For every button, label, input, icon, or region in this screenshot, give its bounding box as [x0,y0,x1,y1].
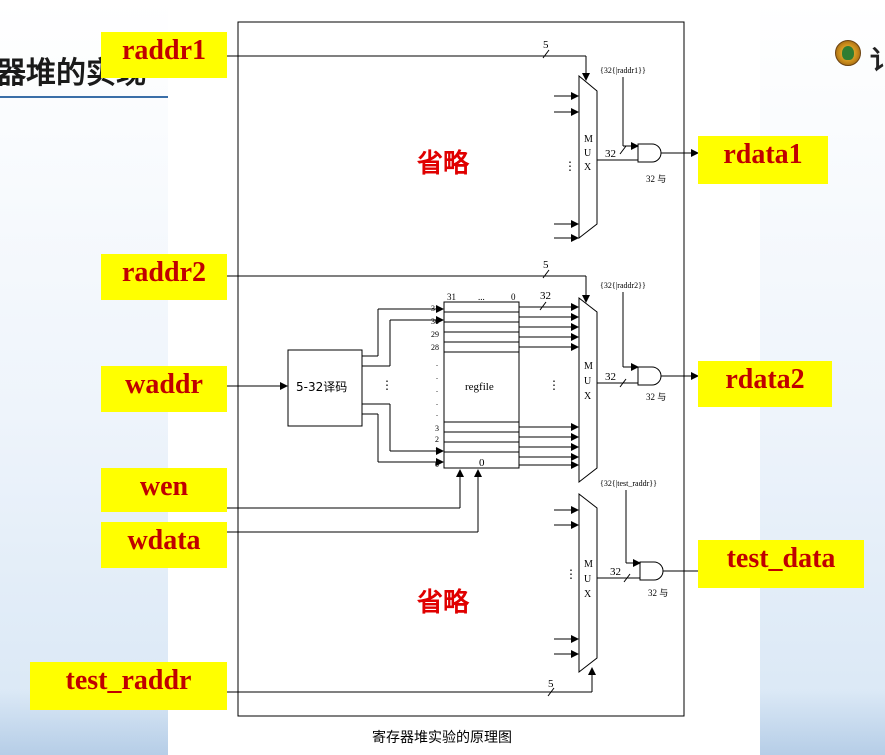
omitted-text-top: 省略 [416,148,470,179]
decoder-outputs-ellipsis: ⋮ [381,378,393,392]
reg-index: . [436,385,438,394]
mux2-letter-u: U [584,376,592,387]
logo-text: 讠 [870,46,885,76]
schematic-lines [224,21,699,717]
wen-label: wen [101,468,227,512]
decoder-box [287,349,363,427]
mux2-and-gate [637,366,662,386]
mux2-letter-m: M [584,361,593,372]
raddr1-bus-width: 5 [543,39,549,51]
mux2-inputs-ellipsis: ⋮ [548,378,560,392]
rdata2-label: rdata2 [698,361,832,407]
university-logo-icon [835,40,861,66]
mux1-and-gate [637,143,662,163]
reg-index: 29 [431,330,439,339]
mux3-inputs-ellipsis: ⋮ [565,567,577,581]
reg0-value: 0 [479,457,485,469]
mux2-letter-x: X [584,391,592,402]
mux1-bus-width: 32 [605,148,616,160]
raddr1-bus-slash [542,49,550,59]
mux1-select-ext: {32{|raddr1}} [600,66,646,75]
mux2-bus-width: 32 [605,371,616,383]
reg-index: . [436,409,438,418]
mux3-select-ext: {32{|test_raddr}} [600,479,657,488]
mux2-trapezoid [578,296,598,484]
regfile-bit-lo: 0 [511,292,516,302]
omitted-text-bottom: 省略 [416,587,470,618]
regfile-label: regfile [465,381,494,393]
test-raddr-label: test_raddr [30,662,227,710]
reg-index: . [436,398,438,407]
mux3-trapezoid [578,492,598,674]
mux2-select-ext: {32{|raddr2}} [600,281,646,290]
mux3-bus-width: 32 [610,566,621,578]
reg-index: 31 [431,304,439,313]
schematic-text: 5 5 5 {32{|raddr1}} {32{|raddr2}} {32{|t… [296,39,668,746]
and3-label: 32 与 [648,588,668,598]
regfile-bit-hi: 31 [447,292,456,302]
reg-index: 3 [435,424,439,433]
regfile-bus-width: 32 [540,290,551,302]
and2-label: 32 与 [646,392,666,402]
title-underline [0,96,175,98]
reg-index: . [436,359,438,368]
reg-index: 1 [435,446,439,455]
raddr2-label: raddr2 [101,254,227,300]
raddr2-bus-width: 5 [543,259,549,271]
mux3-letter-u: U [584,574,592,585]
wdata-label: wdata [101,522,227,568]
mux1-letter-x: X [584,162,592,173]
mux3-letter-m: M [584,559,593,570]
mux1-letter-m: M [584,134,593,145]
mux3-letter-x: X [584,589,592,600]
test-raddr-bus-width: 5 [548,678,554,690]
decoder-label: 5-32译码 [296,380,347,394]
mux3-and-gate [639,561,664,581]
logo-leaf-icon [842,46,854,60]
mux1-inputs-ellipsis: ⋮ [564,159,576,173]
mux1-letter-u: U [584,148,592,159]
test-data-label: test_data [698,540,864,588]
raddr1-label: raddr1 [101,32,227,78]
reg-index: 28 [431,343,439,352]
reg-index: . [436,372,438,381]
figure-caption: 寄存器堆实验的原理图 [372,729,512,746]
figure-frame [237,21,685,717]
rdata1-label: rdata1 [698,136,828,184]
waddr-label: waddr [101,366,227,412]
mux1-trapezoid [578,74,598,240]
and1-label: 32 与 [646,174,666,184]
diagram-figure: 5 5 5 {32{|raddr1}} {32{|raddr2}} {32{|t… [168,6,760,755]
reg-index: 30 [431,317,439,326]
regfile-bit-dots: ... [478,292,485,302]
reg-index: 2 [435,435,439,444]
regfile-schematic: 5 5 5 {32{|raddr1}} {32{|raddr2}} {32{|t… [224,21,699,746]
reg-index: 0 [435,460,439,469]
